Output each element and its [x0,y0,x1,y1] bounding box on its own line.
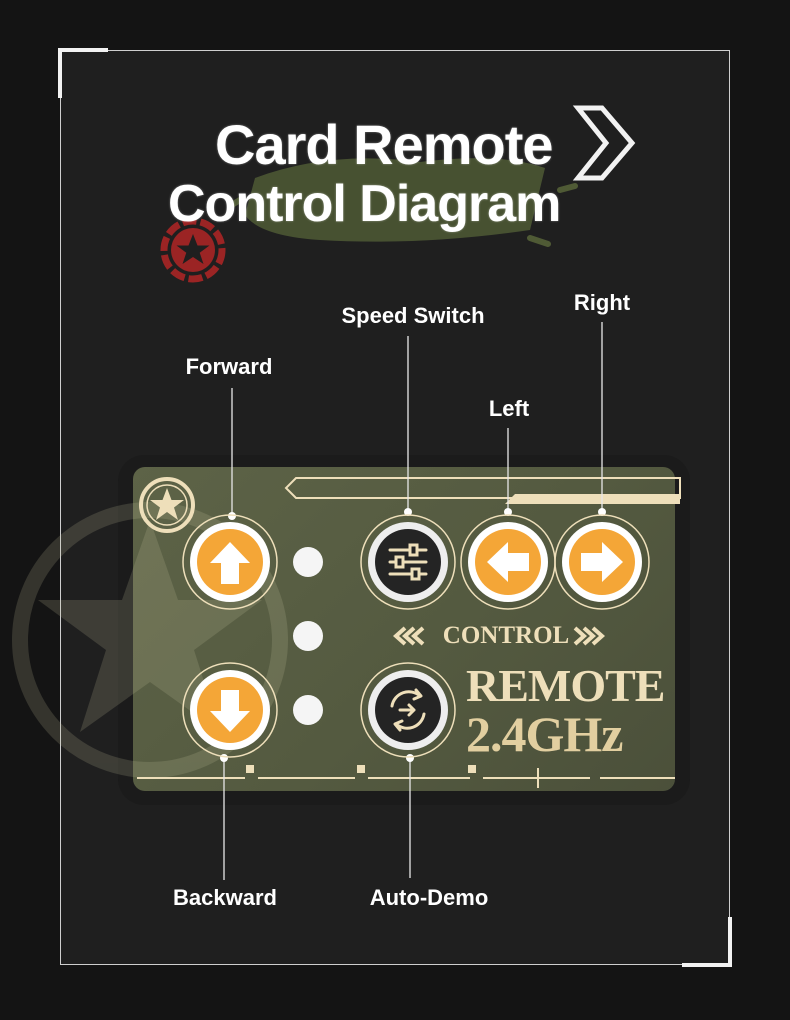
auto-demo-button[interactable] [360,662,456,758]
star-watermark-icon [12,502,288,778]
callout-left: Left [488,396,530,421]
star-badge-icon [160,217,226,283]
callout-right: Right [573,290,631,315]
corner-bracket-bottom-right-v [728,917,732,967]
corner-bracket-top-left [58,48,108,52]
brand-frequency-label: 2.4GHz [466,706,623,762]
callout-auto-demo: Auto-Demo [369,885,489,910]
led-dot-3 [293,695,323,725]
brand-remote-label: REMOTE [466,660,665,711]
right-button[interactable] [554,514,650,610]
arrow-right-icon [581,542,623,582]
corner-bracket-bottom-right [682,963,732,967]
arrow-down-icon [210,690,250,732]
led-dot-2 [293,621,323,651]
led-dot-1 [293,547,323,577]
chevron-right-icon [572,105,636,181]
left-button[interactable] [460,514,556,610]
callout-speed-switch: Speed Switch [341,303,485,328]
speed-switch-button[interactable] [360,514,456,610]
forward-button[interactable] [182,514,278,610]
backward-button[interactable] [182,662,278,758]
corner-bracket-top-left-v [58,48,62,98]
auto-cycle-icon [390,688,426,732]
sliders-icon [388,543,428,581]
title-line-1: Card Remote [215,113,554,176]
arrow-left-icon [487,542,529,582]
callout-forward: Forward [185,354,273,379]
callout-backward: Backward [173,885,277,910]
control-label: CONTROL [442,622,570,649]
star-badge-small-icon [139,477,195,533]
arrow-up-icon [210,542,250,584]
title-line-2: Control Diagram [168,175,561,233]
